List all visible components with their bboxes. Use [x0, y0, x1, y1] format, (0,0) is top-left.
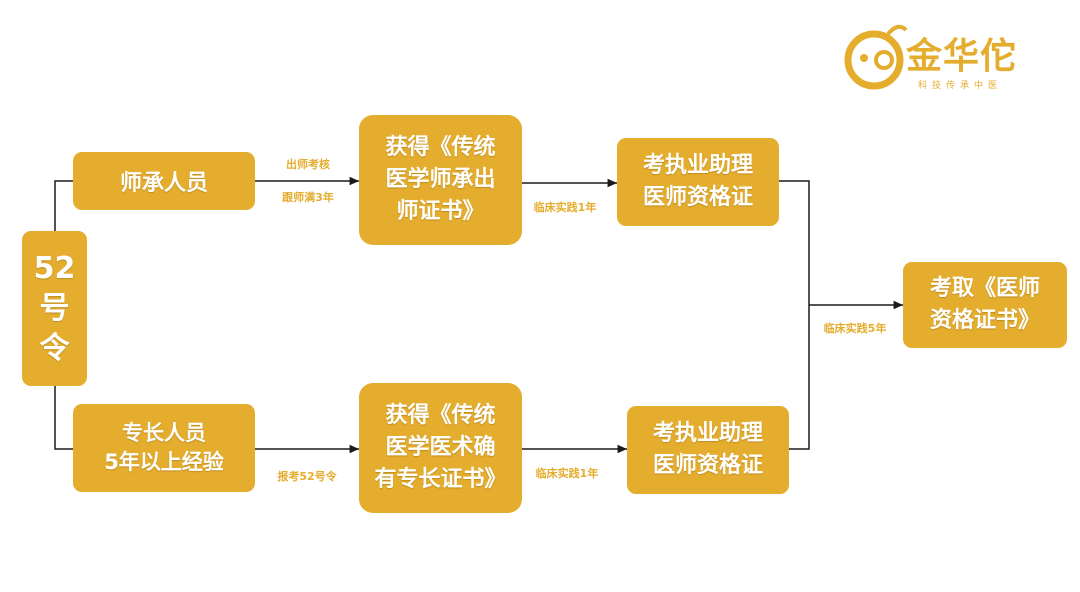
node-specialist: 专长人员 5年以上经验 — [73, 404, 255, 492]
edge-label-practice-top: 临床实践1年 — [533, 201, 597, 214]
branch-to-apprentice — [54, 180, 73, 232]
edge-label-practice-bottom: 临床实践1年 — [535, 467, 599, 480]
brand-logo-text: 金华佗 — [906, 36, 1018, 77]
edge-label-practice-final: 临床实践5年 — [823, 322, 887, 335]
node-final-certificate: 考取《医师 资格证书》 — [903, 262, 1067, 348]
merge-bottom — [789, 305, 810, 450]
node-order-52: 52 号 令 — [22, 231, 87, 386]
node-assistant-exam-bottom: 考执业助理 医师资格证 — [627, 406, 789, 494]
node-assistant-exam-top: 考执业助理 医师资格证 — [617, 138, 779, 226]
brand-logo — [844, 24, 908, 90]
brand-logo-subtitle: 科技传承中医 — [918, 81, 1003, 91]
edge-label-apprentice-years: 跟师满3年 — [282, 191, 334, 204]
node-cert-specialist: 获得《传统 医学医术确 有专长证书》 — [359, 383, 522, 513]
node-apprentice: 师承人员 — [73, 152, 255, 210]
branch-to-specialist — [54, 386, 73, 450]
edge-label-specialist: 报考52号令 — [277, 470, 337, 483]
node-cert-apprentice: 获得《传统 医学师承出 师证书》 — [359, 115, 522, 245]
merge-top — [779, 180, 810, 305]
edge-label-apprentice-exam: 出师考核 — [286, 158, 330, 171]
